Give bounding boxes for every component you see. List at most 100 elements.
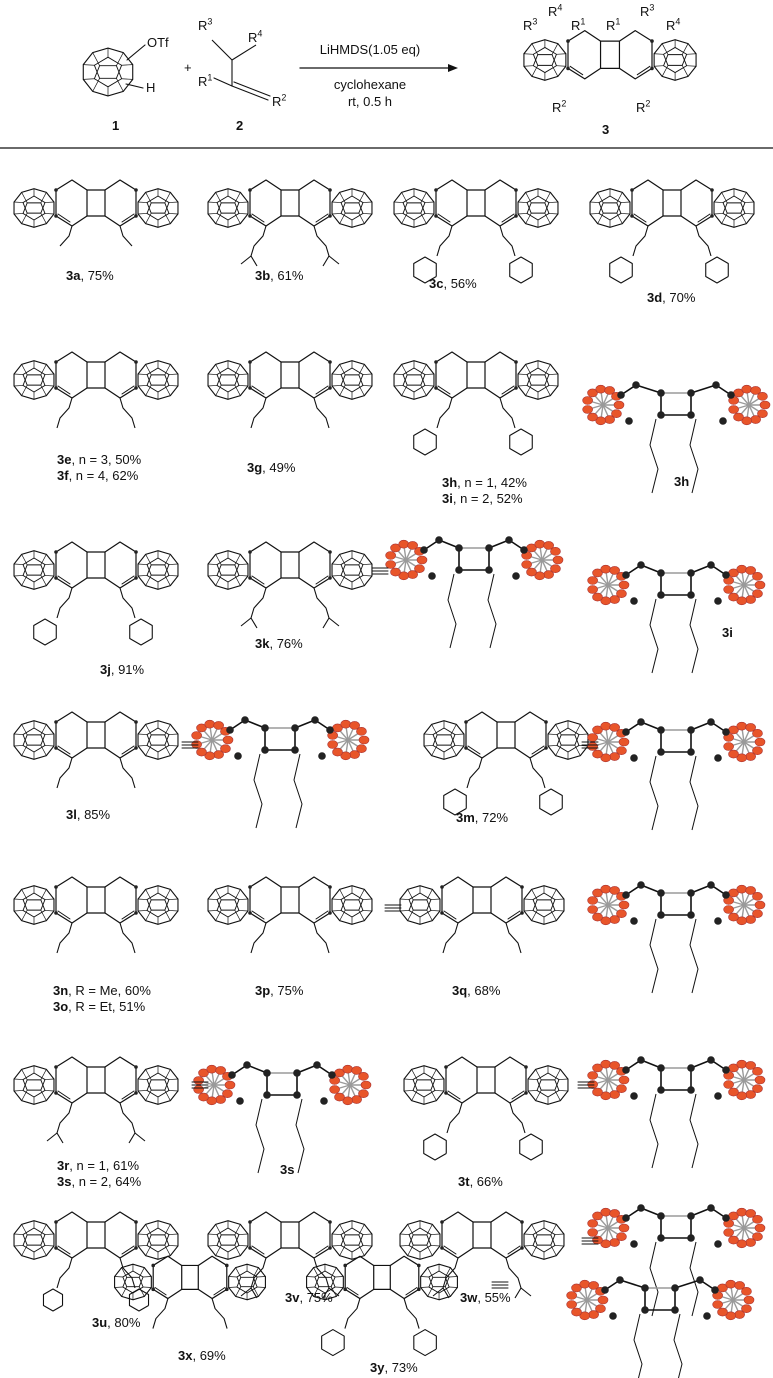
cage-edge (207, 1245, 218, 1247)
carbon-atom (420, 546, 428, 554)
boron-atom (728, 1087, 739, 1097)
cage-pentagon (663, 54, 688, 74)
atom (440, 1220, 444, 1224)
product-r2-left: R2 (552, 98, 567, 115)
cage-edge (554, 1069, 561, 1081)
cage-edge (21, 889, 28, 901)
six-ring-left (249, 179, 282, 227)
carbon-atom (485, 544, 493, 552)
cage-pentagon (236, 1270, 258, 1288)
six-ring-right (104, 1056, 137, 1104)
atom (134, 720, 138, 724)
boron-atom (587, 1219, 598, 1228)
cage-edge (145, 364, 152, 376)
atom (248, 576, 252, 580)
carbon-atom (637, 881, 645, 889)
carbon-atom (261, 746, 269, 754)
boron-atom (757, 409, 768, 418)
cyclic-substituent (519, 1133, 543, 1161)
alkyl-chain (313, 225, 330, 257)
cage-edge (444, 1286, 451, 1297)
cage-edge (523, 53, 534, 55)
six-ring-right (104, 351, 137, 399)
boron-atom (340, 719, 352, 729)
caption-3w: 3w, 55% (460, 1290, 511, 1305)
cage-edge (137, 213, 148, 215)
crystal-chain (649, 918, 659, 994)
carbon-atom (455, 544, 463, 552)
cage-edge (339, 384, 346, 396)
cage-edge (164, 192, 171, 204)
crystal-backbone (625, 564, 727, 596)
cage-edge (207, 373, 218, 375)
boron-atom (587, 388, 598, 398)
double-bond (437, 385, 451, 395)
double-bond (251, 575, 265, 585)
cage-edge (555, 744, 562, 756)
boron-atom (566, 1300, 577, 1309)
alkyl-chain (529, 757, 546, 789)
boron-atom (600, 721, 612, 731)
caption-3h: 3h, n = 1, 42% (442, 475, 527, 490)
product-label: 3 (602, 122, 610, 137)
cage-edge (13, 1245, 24, 1247)
cage-edge (550, 889, 557, 901)
double-bond (57, 385, 71, 395)
cage-edge (431, 744, 438, 756)
cage-pentagon (412, 1079, 436, 1098)
boron-atom (618, 1223, 630, 1233)
six-ring-right (618, 30, 653, 80)
cage-pentagon (122, 1270, 144, 1288)
carbon-atom (630, 1092, 638, 1100)
atom (630, 188, 634, 192)
atom (566, 39, 570, 43)
double-bond (697, 213, 711, 223)
boron-atom (609, 1238, 620, 1247)
double-bond (501, 385, 515, 395)
cage-pentagon (146, 202, 170, 221)
product-r4-right: R4 (666, 16, 681, 33)
boron-atom (745, 915, 756, 924)
cage-pentagon (722, 195, 746, 214)
cage-pentagon (146, 564, 170, 583)
cage-edge (424, 201, 435, 203)
boron-atom (752, 1215, 763, 1224)
carbon-atom (714, 597, 722, 605)
atom (434, 386, 438, 390)
crystal-backbone (604, 1279, 716, 1311)
atom (630, 214, 634, 218)
crystal-chain (689, 1241, 699, 1317)
carbon-atom (707, 1204, 715, 1212)
cage-edge (331, 910, 342, 912)
boron-atom (750, 415, 761, 424)
cage-edge (92, 77, 100, 92)
crystal-backbone (423, 539, 525, 571)
cyclic-substituent (443, 788, 467, 816)
cage-edge (330, 1286, 337, 1297)
reagent1-h: H (146, 80, 156, 95)
cage-edge (403, 1090, 414, 1092)
boron-atom (754, 1075, 766, 1085)
atom (54, 214, 58, 218)
cage-edge (215, 1224, 222, 1236)
boron-atom (327, 740, 338, 749)
boron-atom (752, 892, 763, 901)
cage-edge (331, 898, 342, 900)
cage-edge (168, 1090, 179, 1092)
six-ring-left (435, 179, 468, 227)
cage-edge (331, 575, 342, 577)
boron-atom (609, 723, 620, 732)
double-bond (346, 1287, 359, 1296)
caption-3p: 3p, 75% (255, 983, 304, 998)
boron-atom (745, 752, 756, 761)
carbon-atom (657, 569, 665, 577)
cage-edge (238, 385, 249, 387)
cage-edge (121, 1267, 128, 1278)
boron-atom (587, 896, 598, 905)
boron-atom (728, 405, 739, 414)
cage-pentagon (340, 557, 364, 576)
carbon-atom (657, 748, 665, 756)
double-bond (57, 1245, 71, 1255)
cage-pentagon (340, 367, 364, 386)
alkyl-chain (505, 922, 522, 954)
